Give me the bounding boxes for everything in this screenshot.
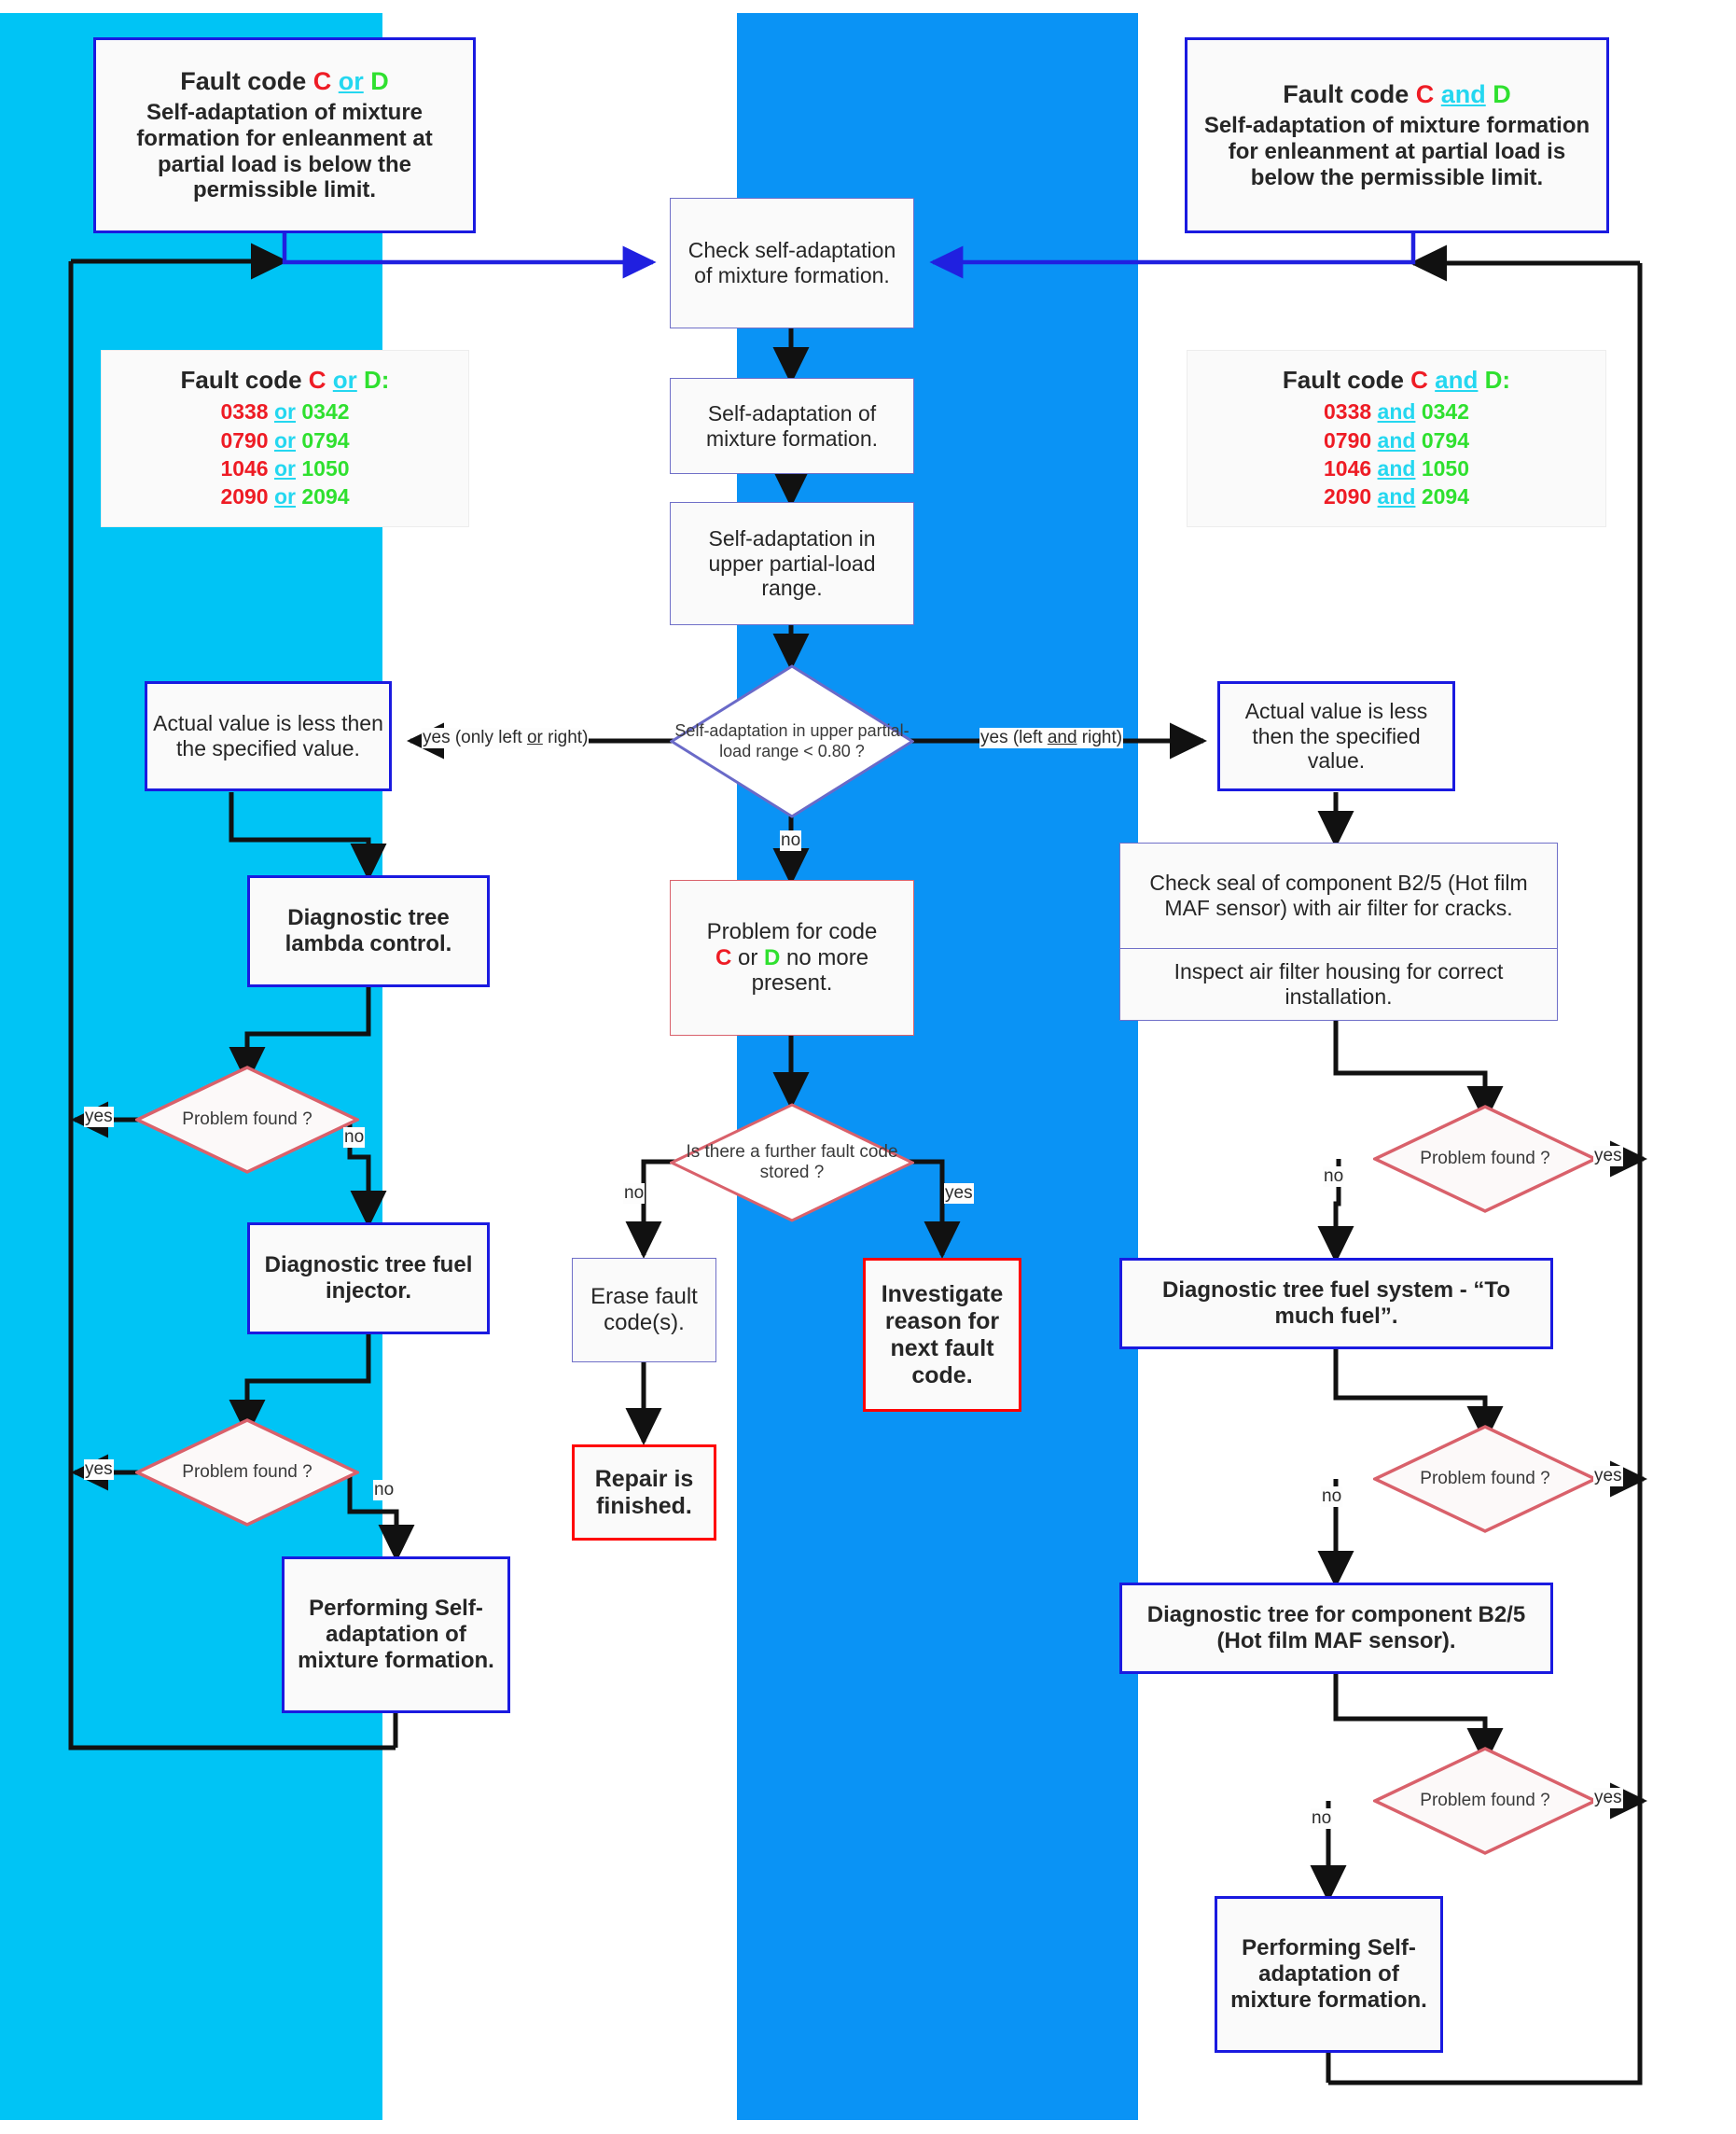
left-codes-rows: 0338 or 0342 0790 or 0794 1046 or 1050 2… xyxy=(220,398,349,510)
center-label-yes-right: yes (left and right) xyxy=(979,728,1124,748)
center-label-yes-left: yes (only left or right) xyxy=(422,728,590,748)
right-header-code-d: D xyxy=(1493,79,1511,108)
left-code-row: 0338 or 0342 xyxy=(220,399,350,425)
left-decision-1-label: Problem found ? xyxy=(182,1109,312,1129)
left-label-no-2: no xyxy=(373,1480,396,1500)
center-label-no: no xyxy=(780,830,802,851)
right-label-no-1: no xyxy=(1323,1166,1345,1187)
left-codes-box: Fault code C or D: 0338 or 0342 0790 or … xyxy=(101,350,469,527)
right-codes-box: Fault code C and D: 0338 and 0342 0790 a… xyxy=(1187,350,1606,527)
right-decision-3-label: Problem found ? xyxy=(1420,1790,1550,1810)
left-decision-2-shape xyxy=(135,1418,359,1527)
right-header-body: Self-adaptation of mixture formation for… xyxy=(1203,112,1590,190)
center-repair-box: Repair is finished. xyxy=(572,1444,716,1541)
right-label-yes-3: yes xyxy=(1593,1788,1623,1808)
right-codes-rows: 0338 and 0342 0790 and 0794 1046 and 105… xyxy=(1324,398,1469,510)
center-yes-right-conjunction: and xyxy=(1047,728,1077,747)
center-erase-box: Erase fault code(s). xyxy=(572,1258,716,1362)
right-codes-title-prefix: Fault code xyxy=(1282,366,1411,395)
center-label-further-no: no xyxy=(623,1183,646,1204)
left-header-code-d: D xyxy=(370,66,389,95)
right-decision-2-shape xyxy=(1373,1425,1597,1533)
left-decision-1: Problem found ? xyxy=(135,1066,359,1174)
left-code-row: 1046 or 1050 xyxy=(220,456,350,481)
right-codes-title: Fault code C and D: xyxy=(1283,366,1510,394)
right-code-row: 0790 and 0794 xyxy=(1323,427,1469,453)
left-codes-title-prefix: Fault code xyxy=(180,366,309,395)
center-decision-main: Self-adaptation in upper partial-load ra… xyxy=(670,664,914,818)
right-codes-code-c: C xyxy=(1410,366,1428,395)
center-problem-gone-text: Problem for code C or D no more present. xyxy=(706,918,878,997)
right-label-no-3: no xyxy=(1311,1808,1333,1829)
left-code-row: 2090 or 2094 xyxy=(220,484,350,509)
left-header-title: Fault code C or D xyxy=(180,67,389,96)
right-decision-3-shape xyxy=(1373,1747,1597,1855)
right-decision-1-shape xyxy=(1373,1105,1597,1213)
left-codes-code-d: D: xyxy=(364,366,390,395)
center-decision-main-label: Self-adaptation in upper partial-load ra… xyxy=(674,721,910,760)
center-yes-left-conjunction: or xyxy=(526,728,543,747)
right-header-conjunction: and xyxy=(1440,79,1486,108)
right-actual-value-box: Actual value is less then the specified … xyxy=(1217,681,1455,791)
left-header-conjunction: or xyxy=(338,66,364,95)
center-label-further-yes: yes xyxy=(944,1183,974,1204)
left-code-row: 0790 or 0794 xyxy=(220,427,350,453)
right-codes-code-d: D: xyxy=(1484,366,1511,395)
center-decision-main-shape xyxy=(670,664,914,818)
right-inspect-housing-box: Inspect air filter housing for correct i… xyxy=(1119,948,1558,1021)
center-decision-further-label: Is there a further fault code stored ? xyxy=(686,1141,898,1182)
left-header-title-prefix: Fault code xyxy=(180,66,313,95)
right-performing-box: Performing Self-adaptation of mixture fo… xyxy=(1215,1896,1443,2053)
center-upper-range-box: Self-adaptation in upper partial-load ra… xyxy=(670,502,914,625)
right-codes-conjunction: and xyxy=(1435,366,1479,395)
left-decision-2: Problem found ? xyxy=(135,1418,359,1527)
left-diagnostic-injector-box: Diagnostic tree fuel injector. xyxy=(247,1222,490,1334)
right-label-yes-2: yes xyxy=(1593,1466,1623,1486)
right-decision-2-label: Problem found ? xyxy=(1420,1468,1550,1488)
left-diagnostic-lambda-box: Diagnostic tree lambda control. xyxy=(247,875,490,987)
right-header-box: Fault code C and D Self-adaptation of mi… xyxy=(1185,37,1609,233)
left-decision-1-shape xyxy=(135,1066,359,1174)
right-header-code-c: C xyxy=(1415,79,1435,108)
left-header-body: Self-adaptation of mixture formation for… xyxy=(136,100,433,203)
center-code-c: C xyxy=(715,944,732,970)
center-investigate-box: Investigate reason for next fault code. xyxy=(863,1258,1021,1412)
left-label-no-1: no xyxy=(343,1127,366,1148)
right-code-row: 1046 and 1050 xyxy=(1323,456,1469,481)
right-decision-1-label: Problem found ? xyxy=(1420,1148,1550,1168)
right-diag-component-box: Diagnostic tree for component B2/5 (Hot … xyxy=(1119,1583,1553,1674)
center-selfadapt-box: Self-adaptation of mixture formation. xyxy=(670,378,914,474)
right-check-seal-box: Check seal of component B2/5 (Hot film M… xyxy=(1119,843,1558,948)
left-label-yes-2: yes xyxy=(84,1459,114,1480)
left-header-code-c: C xyxy=(312,66,332,95)
left-decision-2-label: Problem found ? xyxy=(182,1461,312,1482)
right-label-no-2: no xyxy=(1321,1486,1343,1507)
right-decision-1: Problem found ? xyxy=(1373,1105,1597,1213)
right-decision-3: Problem found ? xyxy=(1373,1747,1597,1855)
right-code-row: 2090 and 2094 xyxy=(1323,484,1469,509)
left-performing-box: Performing Self-adaptation of mixture fo… xyxy=(282,1556,510,1713)
left-codes-title: Fault code C or D: xyxy=(181,366,390,394)
right-code-row: 0338 and 0342 xyxy=(1323,399,1469,425)
left-codes-code-c: C xyxy=(308,366,326,395)
left-codes-conjunction: or xyxy=(332,366,357,395)
center-problem-gone-box: Problem for code C or D no more present. xyxy=(670,880,914,1036)
left-header-box: Fault code C or D Self-adaptation of mix… xyxy=(93,37,476,233)
right-header-title: Fault code C and D xyxy=(1283,80,1511,109)
right-decision-2: Problem found ? xyxy=(1373,1425,1597,1533)
right-label-yes-1: yes xyxy=(1593,1146,1623,1166)
center-code-d: D xyxy=(763,944,781,970)
left-actual-value-box: Actual value is less then the specified … xyxy=(145,681,392,791)
right-header-title-prefix: Fault code xyxy=(1283,79,1416,108)
right-branch-panel xyxy=(737,13,1138,2120)
center-decision-further-shape xyxy=(670,1103,914,1222)
right-diag-fuel-system-box: Diagnostic tree fuel system - “To much f… xyxy=(1119,1258,1553,1349)
center-check-box: Check self-adaptation of mixture formati… xyxy=(670,198,914,328)
center-decision-further: Is there a further fault code stored ? xyxy=(670,1103,914,1222)
left-label-yes-1: yes xyxy=(84,1107,114,1127)
